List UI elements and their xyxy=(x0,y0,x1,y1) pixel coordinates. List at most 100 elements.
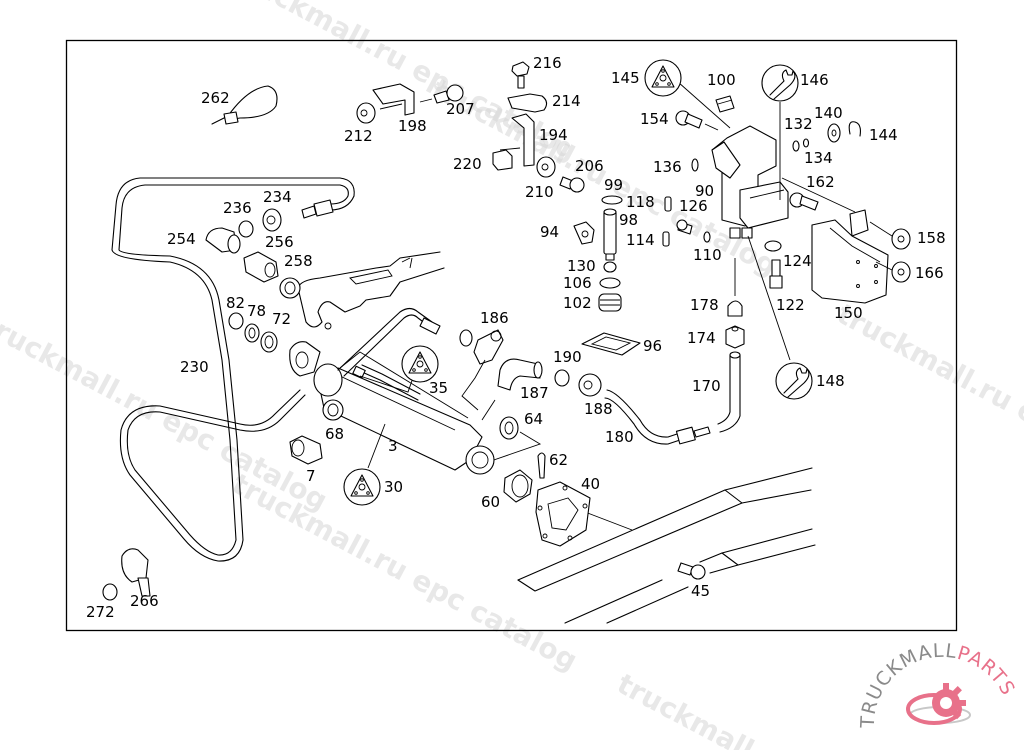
callout-label[interactable]: 94 xyxy=(540,223,559,241)
callout-label[interactable]: 154 xyxy=(640,110,669,128)
fitting-assembly xyxy=(301,199,334,219)
callout-label[interactable]: 236 xyxy=(223,199,252,217)
callout-label[interactable]: 148 xyxy=(816,372,845,390)
callout-label[interactable]: 190 xyxy=(553,348,582,366)
part-7-bushing xyxy=(289,435,323,465)
callout-label[interactable]: 170 xyxy=(692,377,721,395)
callout-label[interactable]: 216 xyxy=(533,54,562,72)
callout-label[interactable]: 96 xyxy=(643,337,662,355)
callout-label[interactable]: 64 xyxy=(524,410,543,428)
callout-label[interactable]: 98 xyxy=(619,211,638,229)
callout-label[interactable]: 45 xyxy=(691,582,710,600)
part-96-gasket xyxy=(581,332,641,356)
callout-label[interactable]: 146 xyxy=(800,71,829,89)
callout-label[interactable]: 134 xyxy=(804,149,833,167)
part-187-elbow xyxy=(497,358,543,391)
part-78-washer xyxy=(244,323,260,343)
callout-label[interactable]: 136 xyxy=(653,158,682,176)
callout-label[interactable]: 3 xyxy=(388,437,398,455)
callout-label[interactable]: 158 xyxy=(917,229,946,247)
callout-label[interactable]: 162 xyxy=(806,173,835,191)
part-180-pipe xyxy=(604,389,711,445)
callout-label[interactable]: 100 xyxy=(707,71,736,89)
callout-label[interactable]: 118 xyxy=(626,193,655,211)
callout-label[interactable]: 178 xyxy=(690,296,719,314)
part-254-elbow xyxy=(205,227,241,254)
callout-label[interactable]: 234 xyxy=(263,188,292,206)
callout-label[interactable]: 214 xyxy=(552,92,581,110)
part-272-nut xyxy=(102,583,118,601)
callout-label[interactable]: 220 xyxy=(453,155,482,173)
callout-label[interactable]: 62 xyxy=(549,451,568,469)
callout-label[interactable]: 198 xyxy=(398,117,427,135)
callout-label[interactable]: 194 xyxy=(539,126,568,144)
callout-label[interactable]: 272 xyxy=(86,603,115,621)
watermark-text: truckmall.ru epc catalog xyxy=(832,297,1024,507)
part-188-nut xyxy=(578,373,602,397)
part-126-plug xyxy=(676,219,693,235)
part-132-134-seals xyxy=(792,138,810,152)
part-102-spring xyxy=(598,293,622,312)
callout-label[interactable]: 207 xyxy=(446,100,475,118)
part-122-fitting xyxy=(769,259,783,289)
callout-label[interactable]: 206 xyxy=(575,157,604,175)
part-99-washer xyxy=(601,195,623,205)
callout-label[interactable]: 72 xyxy=(272,310,291,328)
diagram-frame xyxy=(65,39,958,632)
callout-label[interactable]: 82 xyxy=(226,294,245,312)
callout-label[interactable]: 122 xyxy=(776,296,805,314)
callout-label[interactable]: 256 xyxy=(265,233,294,251)
callout-label[interactable]: 99 xyxy=(604,176,623,194)
callout-label[interactable]: 132 xyxy=(784,115,813,133)
part-82-nut xyxy=(228,312,244,330)
part-212-nut xyxy=(356,102,376,124)
sealant-triangle-icon xyxy=(401,345,439,383)
callout-label[interactable]: 78 xyxy=(247,302,266,320)
callout-label[interactable]: 68 xyxy=(325,425,344,443)
callout-label[interactable]: 110 xyxy=(693,246,722,264)
part-3-steering-cylinder xyxy=(289,341,495,475)
callout-label[interactable]: 230 xyxy=(180,358,209,376)
part-steering-arm xyxy=(297,251,445,330)
callout-label[interactable]: 187 xyxy=(520,384,549,402)
callout-label[interactable]: 212 xyxy=(344,127,373,145)
callout-label[interactable]: 254 xyxy=(167,230,196,248)
part-100-cap xyxy=(715,95,735,113)
sealant-triangle-icon xyxy=(644,59,682,97)
callout-label[interactable]: 150 xyxy=(834,304,863,322)
callout-label[interactable]: 258 xyxy=(284,252,313,270)
callout-label[interactable]: 90 xyxy=(695,182,714,200)
callout-label[interactable]: 186 xyxy=(480,309,509,327)
callout-label[interactable]: 7 xyxy=(306,467,316,485)
callout-label[interactable]: 114 xyxy=(626,231,655,249)
callout-label[interactable]: 102 xyxy=(563,294,592,312)
callout-label[interactable]: 30 xyxy=(384,478,403,496)
callout-label[interactable]: 130 xyxy=(567,257,596,275)
part-170-pipe xyxy=(717,351,741,433)
callout-label[interactable]: 266 xyxy=(130,592,159,610)
callout-label[interactable]: 35 xyxy=(429,379,448,397)
part-62-cotter-pin xyxy=(537,452,546,479)
callout-label[interactable]: 106 xyxy=(563,274,592,292)
part-140-washer xyxy=(827,123,841,143)
callout-label[interactable]: 140 xyxy=(814,104,843,122)
callout-label[interactable]: 262 xyxy=(201,89,230,107)
part-158-nut xyxy=(869,221,911,250)
callout-label[interactable]: 124 xyxy=(783,252,812,270)
callout-label[interactable]: 188 xyxy=(584,400,613,418)
part-144-clip xyxy=(848,121,861,137)
part-124-washer xyxy=(764,240,782,252)
part-118-pin xyxy=(664,196,672,212)
callout-label[interactable]: 40 xyxy=(581,475,600,493)
callout-label[interactable]: 174 xyxy=(687,329,716,347)
callout-label[interactable]: 144 xyxy=(869,126,898,144)
callout-label[interactable]: 145 xyxy=(611,69,640,87)
logo-text-accent: PARTS xyxy=(955,642,1019,700)
part-64-seal xyxy=(487,416,542,463)
callout-label[interactable]: 210 xyxy=(525,183,554,201)
callout-label[interactable]: 180 xyxy=(605,428,634,446)
callout-label[interactable]: 126 xyxy=(679,197,708,215)
callout-label[interactable]: 60 xyxy=(481,493,500,511)
callout-label[interactable]: 166 xyxy=(915,264,944,282)
